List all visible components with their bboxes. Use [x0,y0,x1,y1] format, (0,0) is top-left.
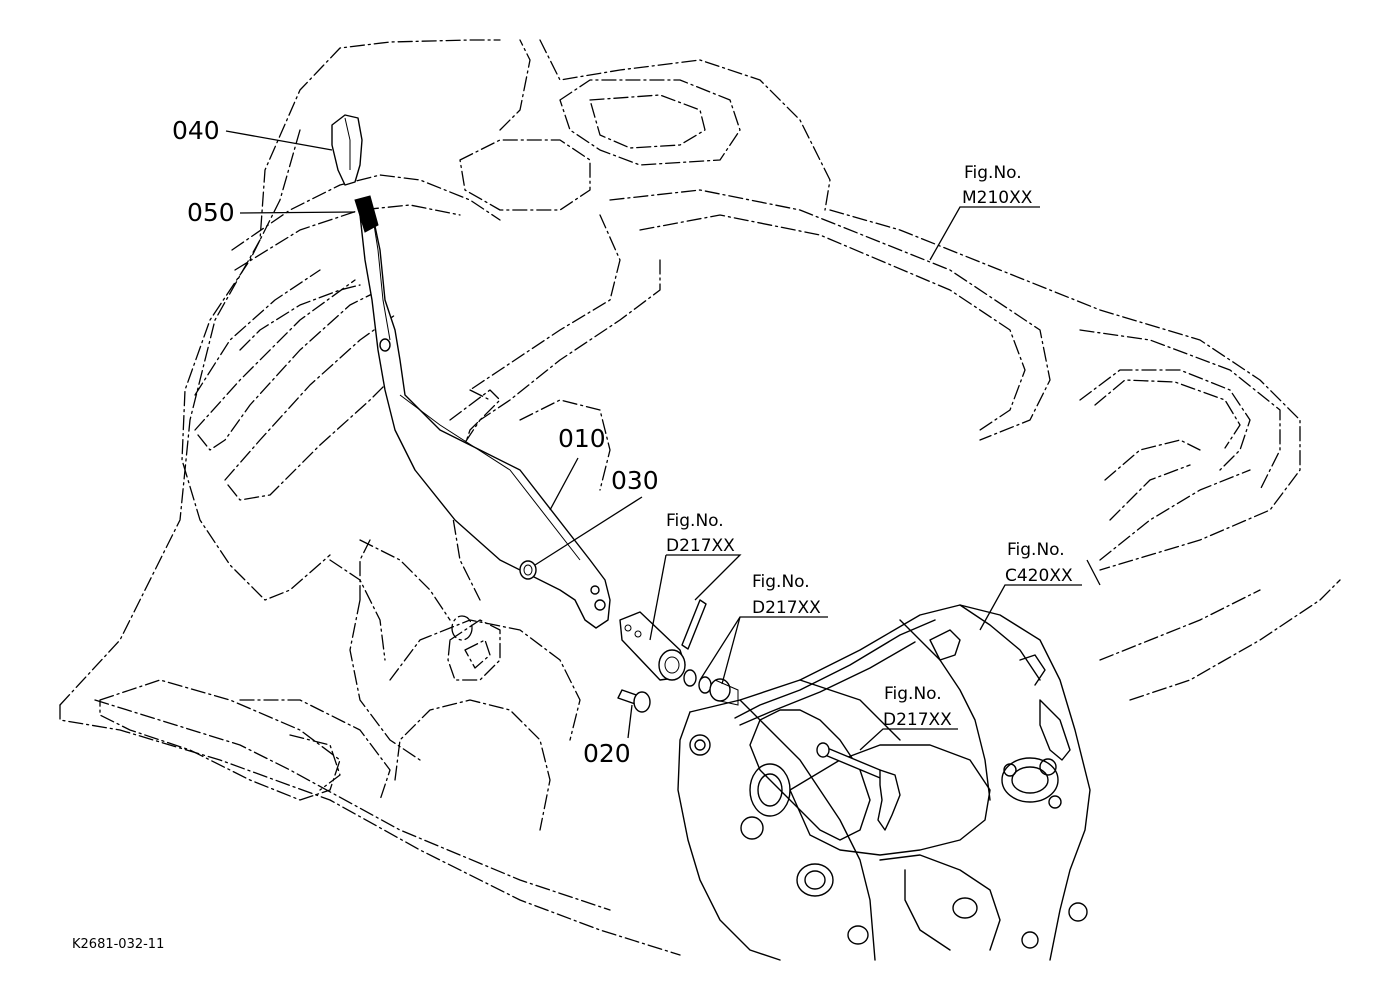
part-label-040: 040 [172,116,220,145]
knob-040 [331,114,363,186]
fig-ref-code-m210: M210XX [962,188,1033,208]
fig-ref-code-d217-lower: D217XX [883,710,952,730]
part-label-050: 050 [187,198,235,227]
figure-reference-labels: Fig.No. M210XX Fig.No. D217XX Fig.No. D2… [666,163,1073,730]
tractor-body-outline [59,39,1341,956]
joint-parts [619,599,739,706]
fig-ref-label-d217-middle: Fig.No. [752,572,810,592]
fig-ref-code-d217-upper: D217XX [666,536,735,556]
fig-ref-label-m210: Fig.No. [964,163,1022,183]
fig-ref-code-d217-middle: D217XX [752,598,821,618]
part-number-labels: 040 050 010 030 020 [172,116,659,768]
grip-050 [354,195,379,233]
bolt-020 [617,689,651,713]
fig-ref-label-d217-upper: Fig.No. [666,511,724,531]
part-label-030: 030 [611,466,659,495]
part-label-010: 010 [558,424,606,453]
part-label-020: 020 [583,739,631,768]
fig-ref-label-c420: Fig.No. [1007,540,1065,560]
leader-lines [225,130,1101,751]
shift-lever-010 [359,211,611,629]
nut-030 [519,560,537,580]
diagram-code: K2681-032-11 [72,937,164,952]
fig-ref-label-d217-lower: Fig.No. [884,684,942,704]
transmission-housing [677,604,1091,961]
fig-ref-code-c420: C420XX [1005,566,1073,586]
